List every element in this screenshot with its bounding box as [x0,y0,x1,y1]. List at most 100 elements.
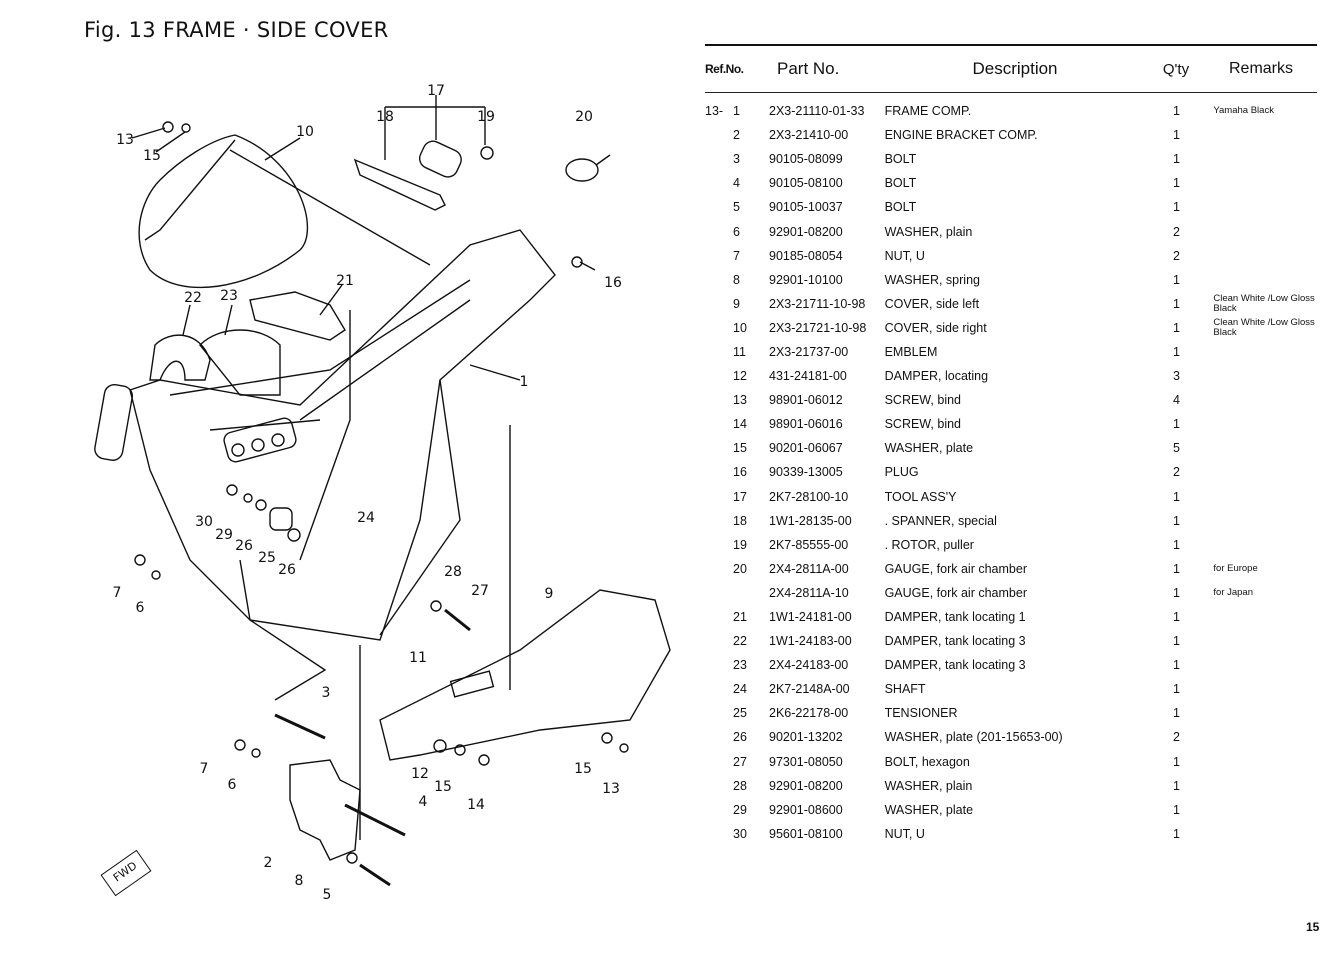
ref-cell: 8 [705,273,767,287]
ref-prefix [705,610,731,624]
callout-6b: 6 [227,777,237,793]
part-number: 92901-08200 [769,224,843,239]
quantity: 1 [1173,152,1180,167]
ref-prefix [705,441,731,455]
ref-cell: 6 [705,225,767,239]
ref-prefix [705,658,731,672]
ref-prefix [705,562,731,576]
quantity: 1 [1173,802,1180,817]
callout-15: 15 [143,148,161,164]
part-number: 1W1-24183-00 [769,634,852,649]
part-number: 2K7-2148A-00 [769,682,850,697]
ref-cell: 23 [705,658,767,672]
ref-number: 11 [733,344,746,359]
ref-prefix [705,490,731,504]
description: COVER, side right [884,320,987,335]
description: TENSIONER [884,706,958,721]
ref-number: 7 [733,248,740,263]
callout-1: 1 [519,374,529,390]
ref-prefix [705,321,731,335]
description: DAMPER, locating [884,369,989,384]
callout-11: 11 [409,650,427,666]
ref-prefix [705,803,731,817]
description: WASHER, plate [884,802,974,817]
ref-prefix [705,393,731,407]
ref-number: 21 [733,610,747,625]
description: WASHER, plain [884,778,973,793]
header-qty: Q'ty [1162,60,1190,78]
ref-prefix [705,730,731,744]
description: NUT, U [884,248,925,263]
callout-26: 26 [235,538,253,554]
part-number: 98901-06012 [769,393,843,408]
ref-prefix [705,128,731,142]
description: SCREW, bind [884,417,961,432]
description: DAMPER, tank locating 3 [884,658,1026,673]
callout-20: 20 [575,109,593,125]
ref-prefix [705,249,731,263]
callout-19: 19 [477,109,495,125]
callout-4: 4 [418,794,428,810]
ref-cell: 12 [705,369,767,383]
ref-cell: 21 [705,610,767,624]
part-number: 2X3-21711-10-98 [769,296,866,311]
side-cover-left-outline [379,589,671,761]
ref-prefix [705,514,731,528]
ref-number: 18 [733,513,747,528]
description: BOLT [884,152,917,167]
ref-number: 4 [733,176,740,191]
ref-number: 8 [733,272,740,287]
table-row: 7 90185-08054 NUT, U 2 [705,244,1317,268]
ref-number: 12 [733,369,747,384]
quantity: 1 [1173,778,1180,793]
description: TOOL ASS'Y [884,489,957,504]
part-number: 90185-08054 [769,248,843,263]
ref-prefix [705,297,731,311]
quantity: 1 [1173,754,1180,769]
part-number: 2K6-22178-00 [769,706,849,721]
quantity: 2 [1173,248,1180,263]
part-number: 2X4-24183-00 [769,658,849,673]
ref-prefix [705,827,731,841]
part-number: 90105-08099 [769,152,843,167]
ref-prefix [705,706,731,720]
side-cover-right-outline [138,134,308,289]
part-number: 2K7-85555-00 [769,537,849,552]
ref-prefix: 13- [705,104,724,119]
ref-cell: 4 [705,176,767,190]
ref-cell: 9 [705,297,767,311]
description: DAMPER, tank locating 1 [884,610,1026,625]
part-number: 90339-13005 [769,465,843,480]
ref-number: 25 [733,706,747,721]
ref-number: 28 [733,778,747,793]
quantity: 1 [1173,706,1180,721]
quantity: 1 [1173,104,1180,119]
ref-prefix [705,538,731,552]
part-number: 90105-08100 [769,176,843,191]
ref-cell: 27 [705,755,767,769]
part-number: 1W1-28135-00 [769,513,852,528]
ref-prefix [705,369,731,383]
part-number: 2X4-2811A-10 [769,585,849,600]
quantity: 2 [1173,465,1180,480]
quantity: 2 [1173,224,1180,239]
ref-cell: 3 [705,152,767,166]
ref-number: 14 [733,417,747,432]
callout-30: 30 [195,514,213,530]
quantity: 1 [1173,128,1180,143]
callout-16: 16 [604,275,622,291]
table-row: 25 2K6-22178-00 TENSIONER 1 [705,701,1317,725]
callout-14: 14 [467,797,485,813]
ref-number: 5 [733,200,740,215]
ref-prefix [705,345,731,359]
part-number: 98901-06016 [769,417,843,432]
ref-prefix [705,200,731,214]
part-number: 2K7-28100-10 [769,489,849,504]
frame-outline [129,229,556,641]
